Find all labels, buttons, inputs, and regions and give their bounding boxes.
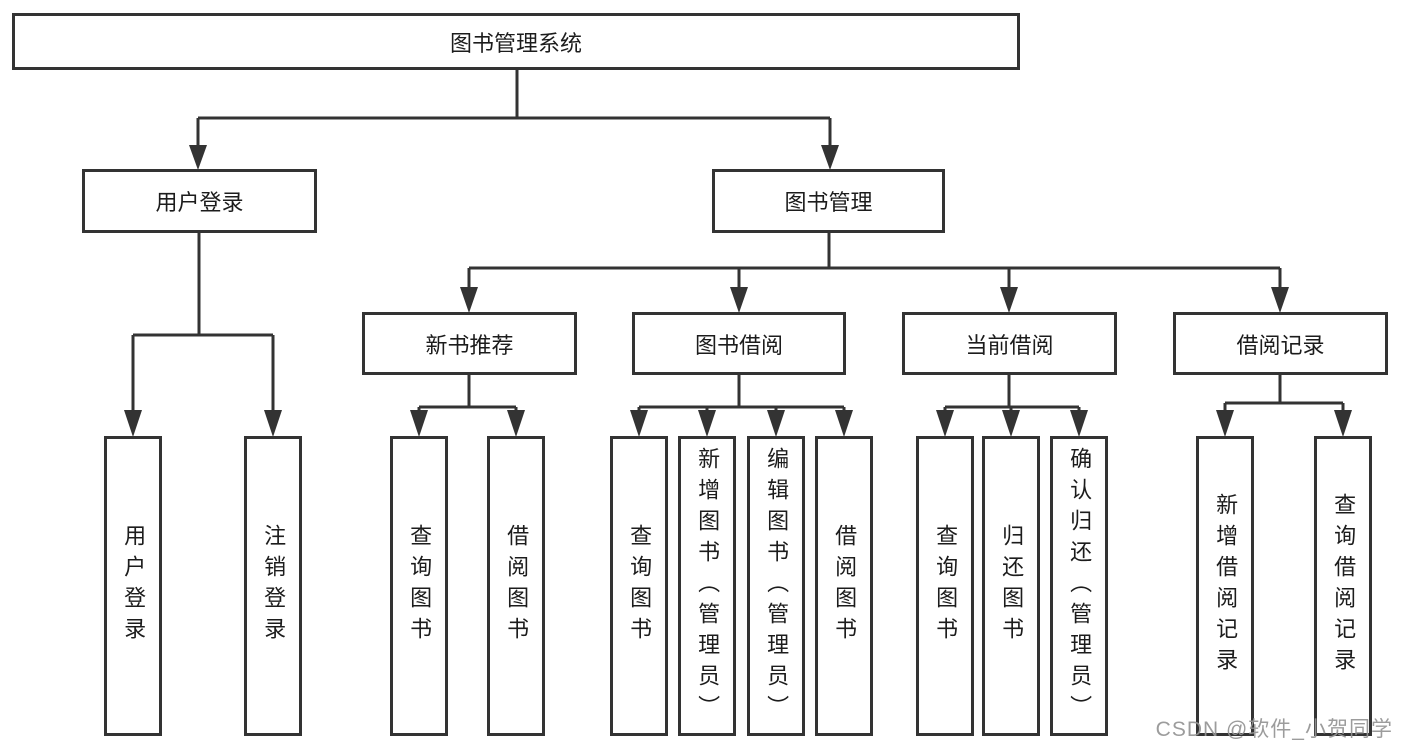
node-library-system: 图书管理系统 — [12, 13, 1020, 70]
arrowheads-level3 — [460, 287, 1289, 313]
node-new-book-recommend-label: 新书推荐 — [425, 332, 514, 358]
csdn-watermark: CSDN @软件_小贺同学 — [1155, 718, 1393, 741]
connector-user-login-children — [131, 233, 275, 414]
leaf-logout-label: 注销登录 — [261, 524, 287, 648]
leaf-query-borrow-record: 查询借阅记录 — [1314, 436, 1372, 736]
leaf-user-login: 用户登录 — [104, 436, 162, 736]
leaf-query-book-borrow-label: 查询图书 — [627, 524, 653, 648]
node-library-system-label: 图书管理系统 — [449, 30, 582, 56]
arrowheads-new-book-children — [410, 410, 525, 437]
leaf-add-borrow-record-label: 新增借阅记录 — [1213, 493, 1239, 679]
arrowheads-book-borrow-children — [630, 410, 853, 437]
node-current-borrow: 当前借阅 — [902, 312, 1117, 375]
arrowheads-current-borrow-children — [936, 410, 1088, 437]
arrowheads-user-login-children — [124, 410, 282, 437]
leaf-add-book-admin-label: 新增图书（管理员） — [695, 446, 721, 726]
leaf-query-book-borrow: 查询图书 — [610, 436, 668, 736]
leaf-query-book-recommend: 查询图书 — [390, 436, 448, 736]
node-user-login-label: 用户登录 — [155, 190, 244, 215]
connector-borrow-records-children — [1223, 375, 1345, 412]
arrowheads-borrow-records-children — [1216, 410, 1352, 437]
leaf-borrow-book-recommend-label: 借阅图书 — [504, 524, 530, 648]
node-user-login: 用户登录 — [82, 169, 317, 233]
leaf-confirm-return-admin-label: 确认归还（管理员） — [1067, 446, 1093, 726]
node-book-borrow: 图书借阅 — [632, 312, 846, 375]
connector-new-book-children — [417, 375, 518, 414]
leaf-add-borrow-record: 新增借阅记录 — [1196, 436, 1254, 736]
arrowheads-level2 — [189, 145, 839, 170]
node-new-book-recommend: 新书推荐 — [362, 312, 577, 375]
node-book-management: 图书管理 — [712, 169, 945, 233]
leaf-query-borrow-record-label: 查询借阅记录 — [1331, 493, 1357, 679]
connector-current-borrow-children — [943, 375, 1081, 414]
leaf-query-book-current: 查询图书 — [916, 436, 974, 736]
leaf-return-book-label: 归还图书 — [999, 524, 1025, 648]
node-borrow-records: 借阅记录 — [1173, 312, 1388, 375]
leaf-borrow-book: 借阅图书 — [815, 436, 873, 736]
leaf-borrow-book-label: 借阅图书 — [832, 524, 858, 648]
leaf-edit-book-admin: 编辑图书（管理员） — [747, 436, 805, 736]
leaf-logout: 注销登录 — [244, 436, 302, 736]
leaf-add-book-admin: 新增图书（管理员） — [678, 436, 736, 736]
leaf-edit-book-admin-label: 编辑图书（管理员） — [764, 446, 790, 726]
node-borrow-records-label: 借阅记录 — [1236, 332, 1325, 358]
leaf-query-book-recommend-label: 查询图书 — [407, 524, 433, 648]
leaf-query-book-current-label: 查询图书 — [933, 524, 959, 648]
node-current-borrow-label: 当前借阅 — [965, 332, 1054, 358]
leaf-borrow-book-recommend: 借阅图书 — [487, 436, 545, 736]
connector-root-to-level2 — [196, 70, 832, 150]
connector-book-borrow-children — [637, 375, 846, 414]
node-book-borrow-label: 图书借阅 — [694, 332, 783, 358]
leaf-confirm-return-admin: 确认归还（管理员） — [1050, 436, 1108, 736]
connector-book-mgmt-to-level3 — [467, 233, 1282, 292]
leaf-return-book: 归还图书 — [982, 436, 1040, 736]
leaf-user-login-label: 用户登录 — [121, 524, 147, 648]
node-book-management-label: 图书管理 — [784, 190, 873, 215]
